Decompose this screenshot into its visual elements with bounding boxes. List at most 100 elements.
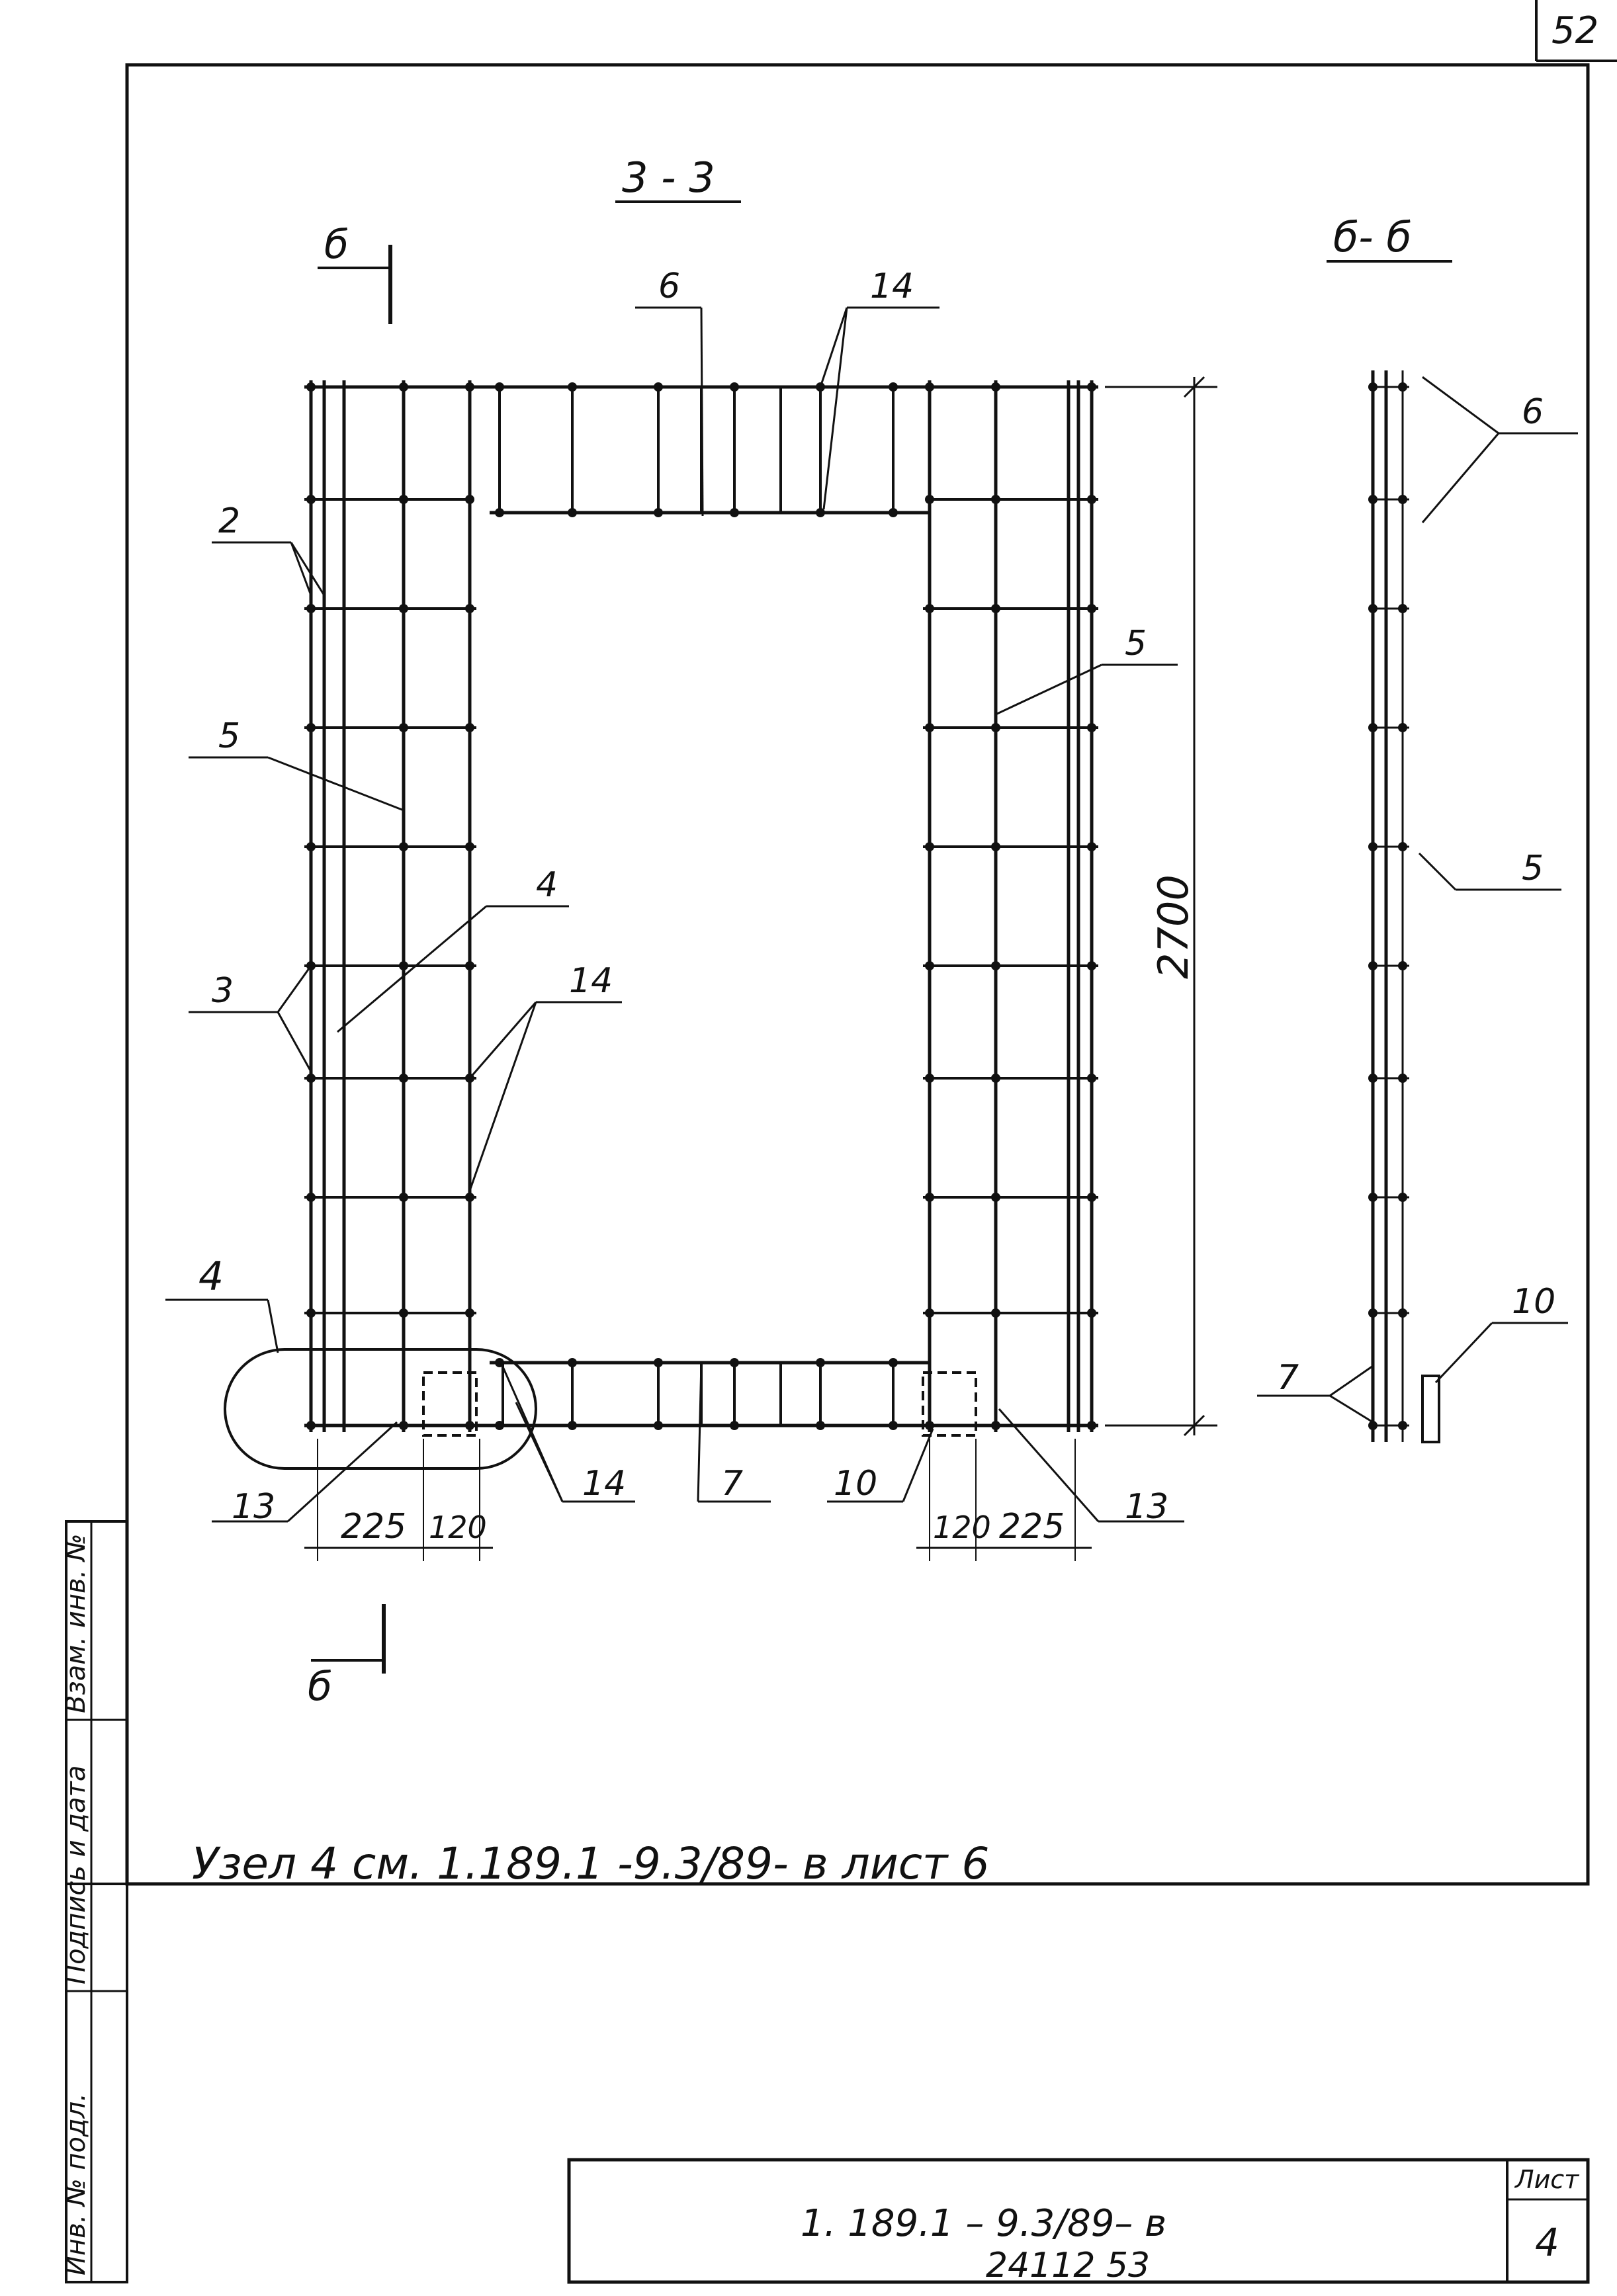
rebar-dot xyxy=(654,508,663,517)
rebar-dot xyxy=(306,604,316,613)
rebar-dot xyxy=(1398,1193,1407,1202)
cut-mark-top: б xyxy=(318,222,392,324)
rebar-dot xyxy=(1087,723,1096,732)
node-4-outline xyxy=(224,1348,537,1470)
rebar-dot xyxy=(991,1308,1000,1318)
svg-text:7: 7 xyxy=(1277,1358,1299,1398)
rebar-dot xyxy=(816,508,825,517)
dim-right-225: 225 xyxy=(999,1507,1065,1547)
rebar-dot xyxy=(399,382,408,392)
rebar-dot xyxy=(1398,382,1407,392)
rebar-dot xyxy=(654,1421,663,1430)
rebar-dot xyxy=(465,723,474,732)
rebar-dot xyxy=(991,495,1000,504)
rebar-dot xyxy=(730,382,739,392)
rebar-dot xyxy=(816,1421,825,1430)
svg-text:6: 6 xyxy=(658,267,680,306)
rebar-dot xyxy=(306,1308,316,1318)
rebar-dot xyxy=(568,508,577,517)
svg-text:14: 14 xyxy=(870,267,914,306)
rebar-dot xyxy=(1398,1074,1407,1083)
section-b-b-view xyxy=(1368,370,1440,1443)
rebar-dot xyxy=(1368,382,1377,392)
rebar-dot xyxy=(1368,604,1377,613)
rebar-dot xyxy=(465,1421,474,1430)
rebar-dot xyxy=(1087,1308,1096,1318)
dim-left-225: 225 xyxy=(341,1507,406,1547)
rebar-dot xyxy=(465,842,474,851)
cut-mark-bottom: б xyxy=(308,1604,386,1710)
rebar-dot xyxy=(889,1358,898,1367)
callouts: 6 14 2 5 4 3 14 5 4 xyxy=(165,267,1184,1527)
svg-text:14: 14 xyxy=(582,1464,626,1504)
rebar-dot xyxy=(568,1358,577,1367)
rebar-dot xyxy=(1087,495,1096,504)
stamp-vzam-inv: Взам. инв. № xyxy=(61,1533,91,1713)
rebar-dot xyxy=(1087,1074,1096,1083)
side-stamp: Взам. инв. № Подпись и дата Инв. № подл. xyxy=(61,1520,128,2283)
dim-2700: 2700 xyxy=(1149,874,1198,979)
rebar-dot xyxy=(1398,961,1407,970)
rebar-dot xyxy=(654,1358,663,1367)
rebar-dot xyxy=(306,495,316,504)
rebar-dot xyxy=(730,1421,739,1430)
svg-text:5: 5 xyxy=(1522,849,1544,888)
rebar-dot xyxy=(306,382,316,392)
rebar-dot xyxy=(465,382,474,392)
rebar-dot xyxy=(568,1421,577,1430)
sheet-label: Лист xyxy=(1514,2165,1580,2194)
svg-text:б: б xyxy=(308,1664,332,1710)
rebar-dot xyxy=(1087,604,1096,613)
rebar-dot xyxy=(1398,495,1407,504)
svg-text:5: 5 xyxy=(1125,624,1147,663)
rebar-dot xyxy=(1087,961,1096,970)
rebar-dot xyxy=(399,723,408,732)
drawing-frame xyxy=(125,63,1590,1886)
rebar-dot xyxy=(889,1421,898,1430)
svg-text:4: 4 xyxy=(536,865,558,905)
rebar-dot xyxy=(1398,723,1407,732)
rebar-dot xyxy=(1087,842,1096,851)
svg-text:7: 7 xyxy=(721,1464,743,1504)
rebar-dot xyxy=(495,508,504,517)
section-b-b-callouts: 6 5 7 10 xyxy=(1257,376,1578,1424)
sheet-number: 4 xyxy=(1535,2220,1559,2265)
rebar-dot xyxy=(1368,1308,1377,1318)
reinforcement-frame-plan xyxy=(304,380,1098,1437)
stamp-inv-podl: Инв. № подл. xyxy=(61,2093,91,2275)
rebar-dot xyxy=(991,842,1000,851)
rebar-dot xyxy=(1087,1193,1096,1202)
rebar-dot xyxy=(925,842,934,851)
document-code: 1. 189.1 – 9.3/89– в xyxy=(801,2202,1166,2245)
side-plate xyxy=(1421,1375,1440,1443)
rebar-dot xyxy=(925,495,934,504)
svg-text:13: 13 xyxy=(1125,1487,1168,1527)
bottom-number: 24112 53 xyxy=(986,2246,1151,2285)
rebar-dot xyxy=(1368,1421,1377,1430)
height-dimension: 2700 xyxy=(1105,376,1217,1437)
rebar-dot xyxy=(399,961,408,970)
rebar-dot xyxy=(1368,495,1377,504)
rebar-dot xyxy=(1398,1421,1407,1430)
rebar-dot xyxy=(399,1193,408,1202)
dim-right-120: 120 xyxy=(933,1509,991,1545)
rebar-dot xyxy=(1398,604,1407,613)
rebar-dot xyxy=(730,508,739,517)
section-b-b-title: б- б xyxy=(1333,213,1412,261)
rebar-dot xyxy=(991,961,1000,970)
title-block: 1. 189.1 – 9.3/89– в Лист 4 xyxy=(567,2158,1590,2284)
rebar-dot xyxy=(1398,1308,1407,1318)
rebar-dot xyxy=(991,1074,1000,1083)
page-number-box: 52 xyxy=(1535,0,1617,62)
rebar-dot xyxy=(925,1074,934,1083)
rebar-dot xyxy=(399,495,408,504)
svg-text:5: 5 xyxy=(218,716,240,756)
svg-text:10: 10 xyxy=(834,1464,877,1504)
rebar-dot xyxy=(399,1421,408,1430)
rebar-dot xyxy=(925,1193,934,1202)
rebar-dot xyxy=(465,495,474,504)
rebar-dot xyxy=(889,508,898,517)
rebar-dot xyxy=(1368,1193,1377,1202)
rebar-dot xyxy=(399,1074,408,1083)
